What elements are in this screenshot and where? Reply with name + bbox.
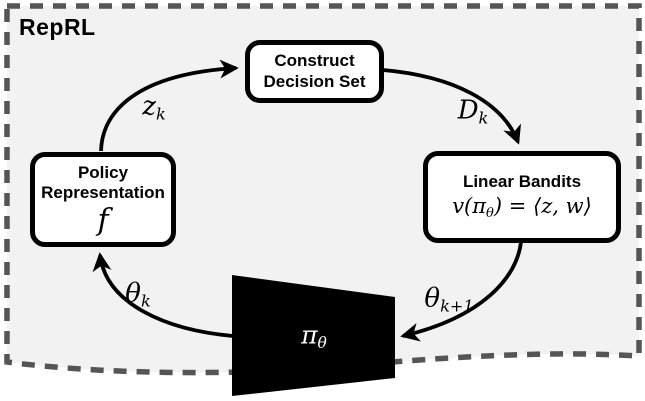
edge-label-Dk: Dk xyxy=(457,95,489,128)
policy-box-line1: Policy xyxy=(77,162,129,182)
bandits-value-equation: v(πθ) = ⟨z, w⟩ xyxy=(452,194,592,222)
policy-function-symbol: f xyxy=(97,202,109,238)
arrow-policy-to-construct xyxy=(99,59,239,152)
linear-bandits-box: Linear Bandits v(πθ) = ⟨z, w⟩ xyxy=(423,151,621,243)
edge-label-theta-k: θk xyxy=(125,278,151,311)
construct-box-line1: Construct xyxy=(274,50,355,70)
arrow-construct-to-bandits xyxy=(382,68,521,145)
construct-box-line2: Decision Set xyxy=(263,71,366,91)
edge-label-theta-k-plus-1: θk+1 xyxy=(424,283,474,316)
policy-network-label-pi-theta: πθ xyxy=(301,320,327,353)
policy-network-trapezoid xyxy=(232,275,395,396)
edge-label-zk: zk xyxy=(142,91,166,124)
diagram-title: RepRL xyxy=(19,14,96,40)
bandits-box-title: Linear Bandits xyxy=(462,171,582,191)
policy-box-line2: Representation xyxy=(41,183,165,203)
policy-representation-box: Policy Representation f xyxy=(30,152,176,247)
arrow-policy-network-to-policy xyxy=(92,252,234,338)
arrow-bandits-to-policy-network xyxy=(400,241,523,342)
construct-decision-set-box: Construct Decision Set xyxy=(245,40,384,103)
